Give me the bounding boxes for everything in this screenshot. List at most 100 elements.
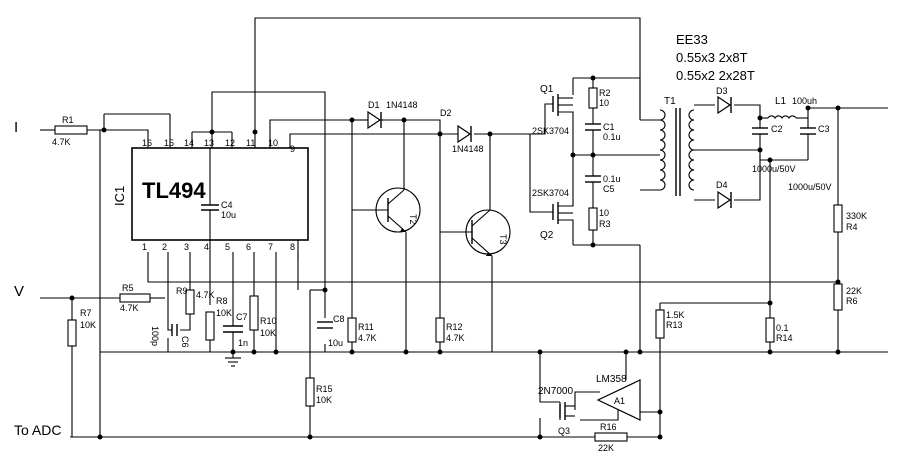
c5-value: 0.1u [603, 174, 621, 184]
q3-part: 2N7000 [538, 386, 573, 397]
ic1-pin-12: 12 [225, 138, 235, 148]
input-label-voltage: V [14, 283, 24, 300]
resistor-r11: R11 4.7K [347, 317, 377, 343]
ic1-pin-1: 1 [142, 242, 147, 252]
opamp-a1: A1 LM358 [596, 374, 641, 421]
d4-ref: D4 [716, 180, 728, 190]
ic1-pin-5: 5 [225, 242, 230, 252]
ic1-pin-11: 11 [246, 138, 255, 148]
d2-ref: D2 [440, 108, 452, 118]
c7-ref: C7 [236, 312, 248, 322]
r5-ref: R5 [122, 283, 134, 293]
r2-ref: R2 [599, 88, 611, 98]
diode-d3: D3 [716, 86, 732, 115]
l1-ref: L1 [775, 96, 787, 107]
r1-value: 4.7K [52, 137, 71, 147]
r3-ref: R3 [599, 219, 611, 229]
resistor-r12: R12 4.7K [435, 317, 465, 343]
r5-value: 4.7K [120, 303, 139, 313]
c6-ref: C6 [180, 336, 190, 348]
c4-ref: C4 [221, 200, 233, 210]
resistor-r10: R10 10K [249, 295, 277, 338]
r6-value: 22K [846, 286, 862, 296]
d1-part: 1N4148 [386, 100, 418, 110]
a1-part: LM358 [596, 374, 627, 385]
q3-ref: Q3 [558, 426, 570, 436]
resistor-r1: R1 4.7K [52, 115, 88, 147]
t1-winding1: 0.55x3 2x8T [676, 50, 748, 65]
resistor-r5: R5 4.7K [119, 283, 151, 313]
r12-value: 4.7K [446, 333, 465, 343]
resistor-r4: 330K R4 [833, 204, 867, 233]
mosfet-q2: 2SK3704 Q2 [532, 188, 574, 241]
ic1-name: TL494 [142, 178, 206, 203]
ic1-pin-14: 14 [184, 138, 194, 148]
r9-ref: R9 [176, 286, 188, 296]
r14-value: 0.1 [776, 323, 789, 333]
ic1-pin-16: 16 [142, 138, 152, 148]
c8-value: 10u [328, 338, 343, 348]
resistor-r13: 1.5K R13 [655, 309, 685, 339]
r13-ref: R13 [666, 320, 683, 330]
resistor-r15: R15 10K [305, 377, 333, 407]
capacitor-c2: C2 1000u/50V [752, 124, 796, 174]
c4-value: 10u [221, 210, 236, 220]
ic1-pin-8: 8 [290, 242, 295, 252]
r11-ref: R11 [358, 322, 374, 332]
capacitor-c8: C8 10u [317, 314, 345, 348]
d2-part: 1N4148 [452, 144, 484, 154]
r16-ref: R16 [600, 422, 617, 432]
ic1-pin-4: 4 [204, 242, 209, 252]
r10-ref: R10 [260, 316, 277, 326]
r7-ref: R7 [80, 308, 92, 318]
c2-value: 1000u/50V [752, 164, 796, 174]
resistor-r6: 22K R6 [833, 283, 862, 311]
resistor-r14: 0.1 R14 [765, 317, 793, 343]
c7-value: 1n [238, 338, 248, 348]
diode-d4: D4 [716, 180, 732, 210]
r13-value: 1.5K [666, 310, 685, 320]
input-label-adc: To ADC [14, 422, 61, 438]
c5-ref: C5 [603, 184, 615, 194]
r8-value: 10K [216, 308, 232, 318]
ic1-pin-10: 10 [268, 138, 278, 148]
c3-value: 1000u/50V [788, 182, 832, 192]
diode-d1: D1 1N4148 [355, 100, 418, 130]
c2-ref: C2 [771, 124, 783, 134]
r16-value: 22K [598, 443, 614, 453]
r4-value: 330K [846, 211, 867, 221]
r9-value: 4.7K [196, 290, 215, 300]
t1-winding2: 0.55x2 2x28T [676, 68, 755, 83]
r15-value: 10K [316, 395, 332, 405]
ic1-pin-6: 6 [246, 242, 251, 252]
resistor-r9: R9 4.7K [176, 286, 215, 331]
wires [40, 17, 888, 438]
ground-symbol [225, 357, 241, 367]
r12-ref: R12 [446, 322, 463, 332]
c3-ref: C3 [818, 124, 830, 134]
t3-ref: T3 [498, 234, 508, 245]
mosfet-q3: 2N7000 Q3 [538, 386, 575, 436]
ic1-pin-2: 2 [162, 242, 167, 252]
l1-value: 100uh [792, 96, 817, 106]
inductor-l1: L1 100uh [767, 96, 817, 120]
t1-ref: T1 [664, 96, 676, 107]
resistor-r7: R7 10K [67, 308, 96, 347]
ic1-pin-15: 15 [164, 138, 174, 148]
ic1-pin-7: 7 [268, 242, 273, 252]
resistor-r2: R2 10 [588, 87, 611, 109]
input-label-current: I [14, 119, 18, 136]
q1-ref: Q1 [540, 84, 554, 95]
c6-value: 100p [150, 326, 160, 346]
r11-value: 4.7K [358, 333, 377, 343]
t1-core: EE33 [676, 32, 708, 47]
q2-part: 2SK3704 [532, 188, 569, 198]
c1-ref: C1 [603, 122, 615, 132]
r4-ref: R4 [846, 222, 858, 232]
junction-dots [69, 75, 841, 440]
capacitor-c5: 0.1u C5 [585, 174, 621, 196]
r8-ref: R8 [216, 296, 228, 306]
resistor-r3: 10 R3 [588, 207, 611, 231]
bjt-t2: T2 [375, 187, 421, 233]
